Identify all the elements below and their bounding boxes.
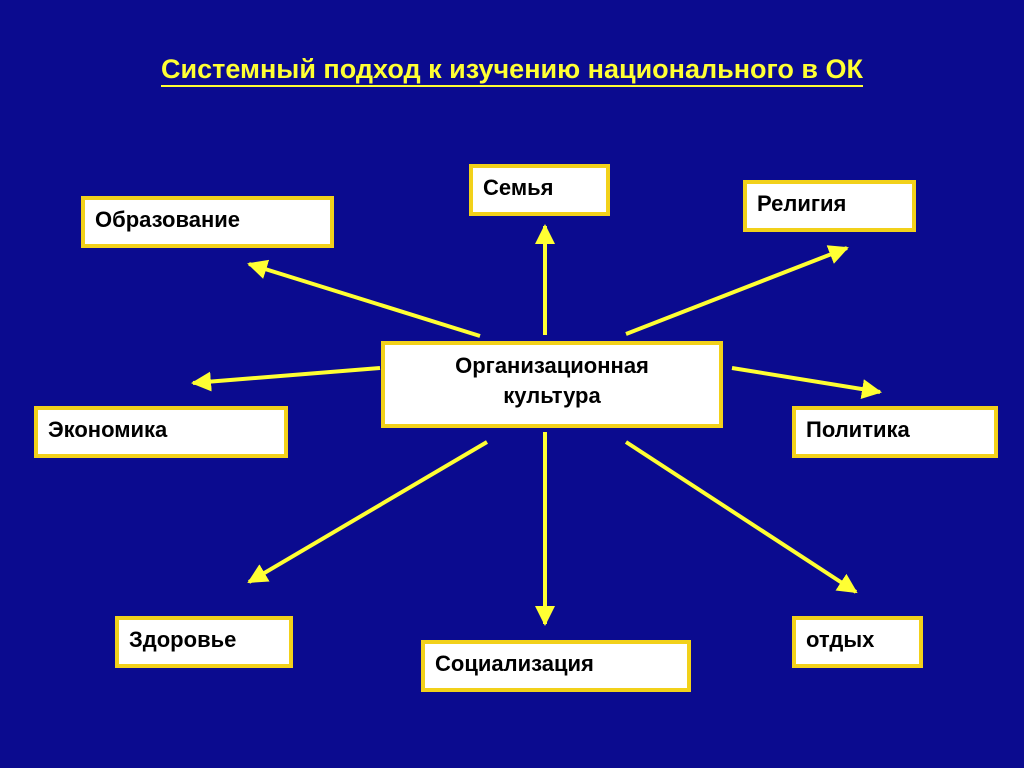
arrow-to-health [247, 440, 489, 584]
node-economy: Экономика [34, 406, 288, 458]
node-socialization-label: Социализация [435, 651, 594, 676]
node-health-label: Здоровье [129, 627, 237, 652]
arrow-to-politics [731, 366, 882, 399]
node-socialization: Социализация [421, 640, 691, 692]
node-education: Образование [81, 196, 334, 248]
node-religion: Религия [743, 180, 916, 232]
arrow-to-economy [191, 366, 381, 392]
node-politics-label: Политика [806, 417, 910, 442]
arrow-to-education [247, 259, 481, 338]
node-center-line1: Организационная [455, 353, 649, 378]
node-religion-label: Религия [757, 191, 847, 216]
node-center-line2: культура [503, 383, 601, 408]
node-health: Здоровье [115, 616, 293, 668]
node-organizational-culture: Организационная культура [381, 341, 723, 428]
slide-title: Системный подход к изучению национальног… [0, 52, 1024, 87]
arrow-to-religion [625, 245, 849, 336]
node-education-label: Образование [95, 207, 240, 232]
node-politics: Политика [792, 406, 998, 458]
node-economy-label: Экономика [48, 417, 168, 442]
node-family-label: Семья [483, 175, 554, 200]
node-family: Семья [469, 164, 610, 216]
slide-title-text: Системный подход к изучению национальног… [160, 54, 864, 87]
node-leisure: отдых [792, 616, 923, 668]
node-leisure-label: отдых [806, 627, 875, 652]
arrow-to-leisure [624, 440, 858, 594]
